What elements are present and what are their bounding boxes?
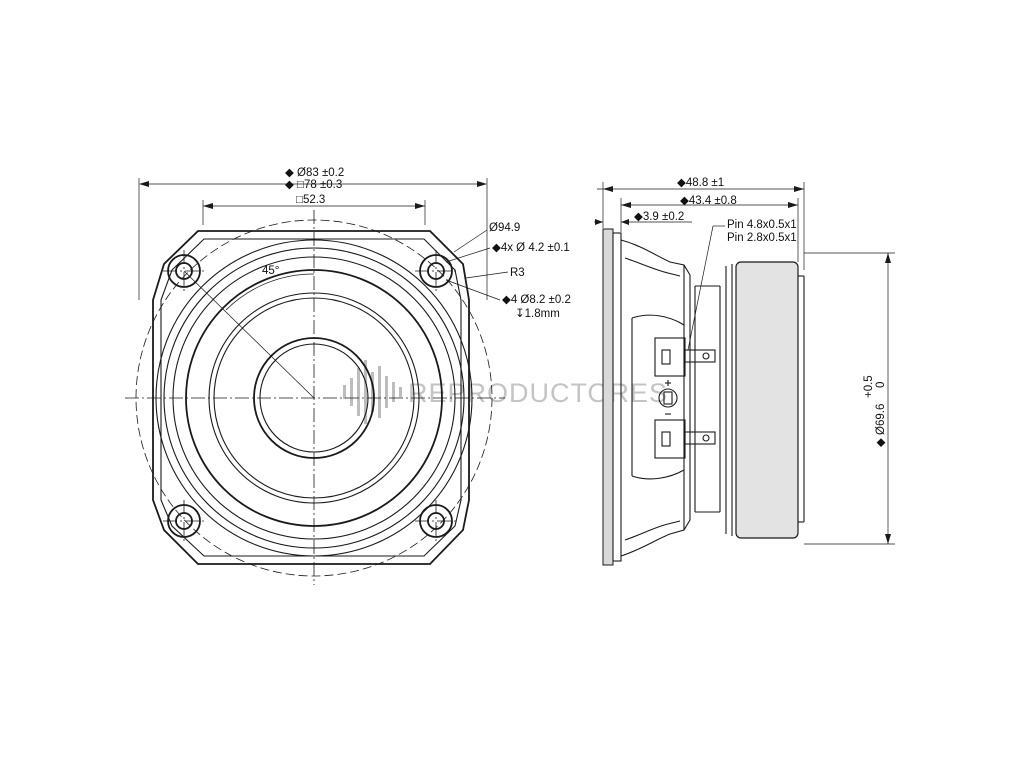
dim-magnet-tol-zero: 0 bbox=[875, 382, 887, 388]
magnet bbox=[735, 261, 799, 539]
frame-outline bbox=[152, 230, 470, 565]
dim-magnet-diameter: ◆ Ø69.6 bbox=[875, 404, 887, 447]
dim-magnet-tol-plus: +0.5 bbox=[863, 375, 875, 398]
watermark-text: REPRODUCTORES bbox=[408, 378, 668, 408]
dim-counterbore-depth: ↧1.8mm bbox=[515, 308, 560, 320]
dim-holes: ◆4x Ø 4.2 ±0.1 bbox=[492, 242, 570, 254]
dim-hole-square: □52.3 bbox=[296, 194, 325, 206]
angle-line bbox=[183, 270, 315, 399]
side-view: ◆48.8 ±1 ◆43.4 ±0.8 ◆3.9 ±0.2 Pin 4.8x0.… bbox=[594, 177, 895, 566]
terminal-large bbox=[654, 337, 716, 377]
dim-total-depth: ◆48.8 ±1 bbox=[677, 177, 724, 189]
watermark: REPRODUCTORES bbox=[343, 360, 668, 424]
dim-circle: Ø94.9 bbox=[489, 222, 520, 234]
frame-inner-outline bbox=[160, 238, 462, 557]
watermark-logo-icon bbox=[343, 360, 402, 424]
basket-profile bbox=[620, 239, 691, 557]
angle-label: 45° bbox=[262, 265, 279, 277]
polarity-icon bbox=[658, 380, 678, 415]
angle-arc bbox=[225, 273, 315, 311]
dim-pin-small: Pin 2.8x0.5x1 bbox=[727, 232, 797, 244]
dim-pin-large: Pin 4.8x0.5x1 bbox=[727, 219, 797, 231]
dim-outer-square: ◆ □78 ±0.3 bbox=[285, 179, 342, 191]
dim-flange: ◆3.9 ±0.2 bbox=[634, 211, 684, 223]
terminal-small bbox=[654, 419, 716, 459]
dim-body-depth: ◆43.4 ±0.8 bbox=[680, 195, 737, 207]
dim-outer-diameter: ◆ Ø83 ±0.2 bbox=[285, 167, 344, 179]
side-flange bbox=[602, 228, 614, 566]
dim-radius: R3 bbox=[510, 267, 525, 279]
front-view: 45° ◆ Ø83 ±0.2 ◆ □78 ±0.3 □52.3 Ø94.9 ◆4… bbox=[125, 167, 571, 585]
dim-counterbore: ◆4 Ø8.2 ±0.2 bbox=[502, 294, 571, 306]
